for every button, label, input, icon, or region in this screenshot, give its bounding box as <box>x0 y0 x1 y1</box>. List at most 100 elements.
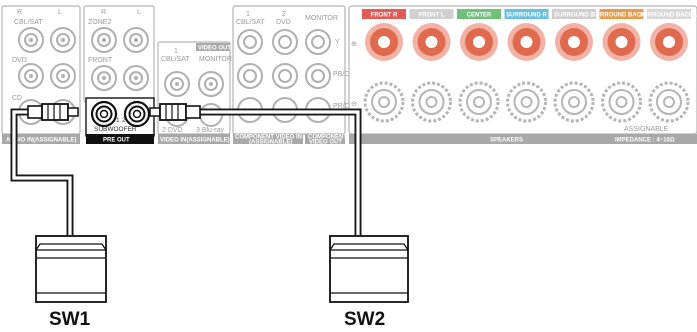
component-jack-1-pb <box>237 63 263 89</box>
component-jack-out-y <box>305 29 331 55</box>
pre-out-section: 1 2 SUBWOOFER PRE OUT <box>85 97 155 144</box>
component-ch1-label: 1 <box>246 11 250 18</box>
speaker-terminal-plus-hole-5 <box>615 36 628 48</box>
video-jack-cblsat <box>164 71 190 97</box>
speaker-tab-3 <box>504 9 549 19</box>
speaker-tab-label-1: FRONT L <box>419 13 445 19</box>
component-jack-2-y <box>272 29 298 55</box>
speaker-tab-label-4: SURROUND L <box>554 13 594 19</box>
assignable-label: ASSIGNABLE <box>624 126 669 133</box>
component-jack-1-y <box>237 29 263 55</box>
zone2-label: ZONE2 <box>88 19 111 26</box>
speakers-section: ⊕ ⊖ FRONT R FRONT L CENTER SURROUND R SURROU… <box>348 5 697 144</box>
cable-sw2-core <box>190 110 360 236</box>
speaker-tab-0 <box>362 9 406 19</box>
speaker-tab-1 <box>409 9 454 19</box>
rca-jack-dvd-l <box>50 63 76 89</box>
sw1-label: SW1 <box>49 309 91 330</box>
video-in-section: 1 CBL/SAT VIDEO OUT MONITOR 2 DVD 3 Blu-… <box>157 41 232 144</box>
speaker-tab-label-3: SURROUND R <box>506 13 547 19</box>
audio-in-bar <box>2 134 80 144</box>
component-in-bar-label-1: COMPONENT VIDEO IN <box>235 135 302 141</box>
rca-jack-cblsat-l <box>50 27 76 53</box>
speaker-terminal-minus-hole-2 <box>473 96 485 108</box>
speaker-terminal-plus-hole-4 <box>568 36 580 48</box>
sw2-label: SW2 <box>344 309 386 330</box>
video-in-bar <box>158 134 230 144</box>
component-monitor-label: MONITOR <box>305 15 338 22</box>
zone-l-label: L <box>137 9 141 16</box>
speaker-tab-5 <box>599 9 644 19</box>
speakers-bar-label: SPEAKERS <box>490 138 523 144</box>
subwoofer-ch1-label: 1 <box>116 117 120 124</box>
video-out-tag <box>196 43 230 51</box>
audio-in-dvd-label: DVD <box>12 57 27 64</box>
speaker-terminal-minus-hole-4 <box>568 96 580 108</box>
component-cblsat-label: CBL/SAT <box>236 19 265 26</box>
video-out-monitor-label: MONITOR <box>199 56 232 63</box>
component-pr-label: PR/CR <box>333 103 355 110</box>
subwoofer-ch2-label: 2 <box>122 117 126 124</box>
video-in-cblsat-label: CBL/SAT <box>161 56 190 63</box>
speaker-terminal-plus-hole-3 <box>520 36 533 48</box>
speaker-terminal-minus-hole-5 <box>615 96 628 108</box>
polarity-plus-icon: ⊕ <box>351 41 357 48</box>
component-in-bar <box>233 134 303 144</box>
zone-front-section: R L ZONE2 FRONT <box>83 5 155 103</box>
audio-in-r-label: R <box>17 9 22 16</box>
component-section: 1 CBL/SAT 2 DVD MONITOR Y PB/CB PR/CR CO… <box>232 5 355 146</box>
subwoofer-jack-1 <box>90 100 118 128</box>
audio-in-cblsat-label: CBL/SAT <box>14 19 43 26</box>
speaker-terminal-plus-hole-6 <box>663 36 675 48</box>
speaker-tab-4 <box>552 9 596 19</box>
subwoofer-cables <box>10 103 362 236</box>
speaker-tab-label-5: SURROUND BACK R <box>592 13 652 19</box>
video-jack-monitor <box>198 71 224 97</box>
speaker-tab-label-6: SURROUND BACK L <box>640 13 697 19</box>
speaker-tab-label-2: CENTER <box>467 13 492 19</box>
speaker-tab-6 <box>647 9 691 19</box>
speaker-tab-2 <box>457 9 501 19</box>
front-preout-label: FRONT <box>88 57 113 64</box>
rca-plug-sw2 <box>149 103 201 121</box>
subwoofer-sw2 <box>329 235 409 303</box>
rca-jack-zone2-l <box>123 27 149 53</box>
pre-out-bar <box>86 134 154 144</box>
video-out-label: VIDEO OUT <box>198 46 231 52</box>
rca-jack-zone2-r <box>91 27 117 53</box>
subwoofer-sw1 <box>35 235 107 303</box>
audio-in-l-label: L <box>58 9 62 16</box>
component-ch2-label: 2 <box>282 11 286 18</box>
component-jack-out-pb <box>305 63 331 89</box>
component-in-bar-label-2: (ASSIGNABLE) <box>249 140 292 146</box>
component-dvd-label: DVD <box>276 19 291 26</box>
component-out-bar-label-1: COMPONENT <box>308 135 347 141</box>
speaker-terminal-plus-hole-2 <box>473 36 485 48</box>
polarity-minus-icon: ⊖ <box>351 101 357 108</box>
zone-r-label: R <box>101 9 106 16</box>
component-out-bar <box>305 134 345 144</box>
speaker-tab-label-0: FRONT R <box>371 13 398 19</box>
audio-in-bar-label: AUDIO IN(ASSIGNABLE) <box>6 138 76 144</box>
video-in-dvd-label: 2 DVD <box>162 127 183 134</box>
rca-jack-cblsat-r <box>18 27 44 53</box>
subwoofer-jack-2 <box>123 100 151 128</box>
subwoofer-label: SUBWOOFER <box>94 126 137 133</box>
rca-jack-front-l <box>123 65 149 91</box>
speaker-terminals: FRONT R FRONT L CENTER SURROUND R SURROUND L… <box>362 9 697 123</box>
speakers-bar <box>349 134 697 144</box>
audio-in-cd-label: CD <box>12 95 22 102</box>
speaker-terminal-plus-hole-0 <box>378 36 390 48</box>
speaker-terminal-minus-hole-0 <box>378 96 390 108</box>
rca-jack-front-r <box>91 65 117 91</box>
pre-out-bar-label: PRE OUT <box>103 138 130 144</box>
video-in-bluray-label: 3 Blu-ray <box>196 127 225 134</box>
component-pb-label: PB/CB <box>333 71 354 78</box>
component-out-bar-label-2: VIDEO OUT <box>309 140 342 146</box>
video-in-one-label: 1 <box>174 48 178 55</box>
speaker-terminal-minus-hole-1 <box>425 96 438 108</box>
component-y-label: Y <box>335 39 340 46</box>
speaker-terminal-minus-hole-3 <box>520 96 533 108</box>
